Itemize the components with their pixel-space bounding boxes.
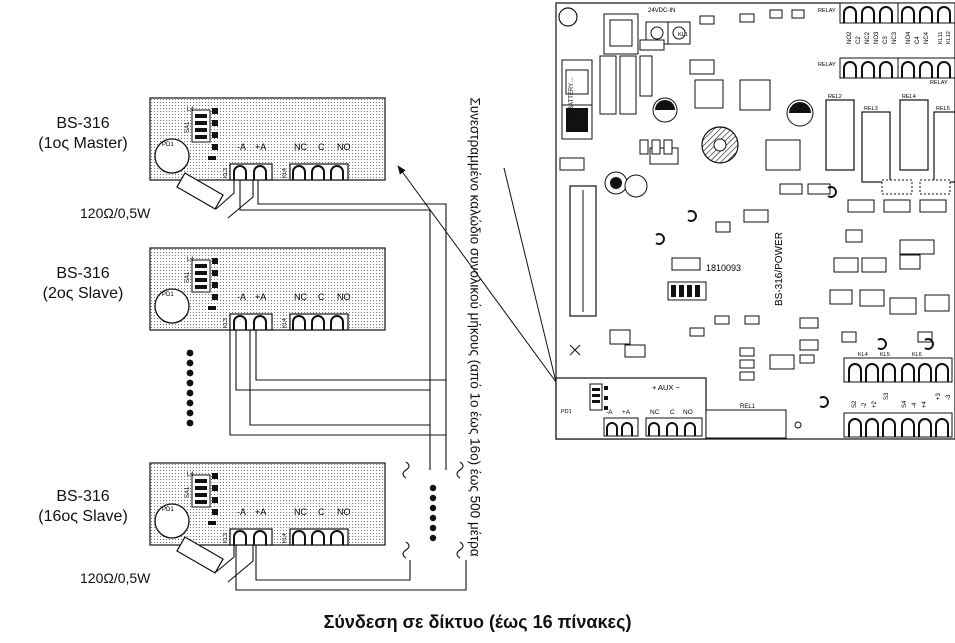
terminal-plus-a: +A (255, 142, 266, 152)
terminal-nc: NC (294, 507, 307, 517)
kl-label-1: KL1 (678, 32, 688, 38)
terminal-c: C (318, 142, 325, 152)
continuation-dots (186, 349, 194, 427)
bottom-terminal-6: S3 (884, 392, 890, 400)
board-1-label: BS-316 (1ος Master) (20, 114, 146, 154)
board-1-model: BS-316 (56, 115, 110, 132)
cable-note: Συνεστραμμένο καλώδιο συνολικού μήκους (… (465, 54, 485, 599)
top-terminal-6: NO4 (906, 31, 912, 44)
terminal-plus-a: +A (255, 507, 266, 517)
bottom-terminal-3: S4 (902, 400, 908, 408)
board-16-model: BS-316 (56, 488, 110, 505)
top-terminal-4: C3 (883, 36, 889, 44)
relay-name-2: REL2 (828, 94, 842, 100)
relay-header-1: RELAY (818, 8, 836, 14)
board-2-label: BS-316 (2ος Slave) (20, 264, 146, 304)
bottom-terminal-2: +2 (872, 400, 878, 408)
relay-name-5: REL5 (936, 106, 950, 112)
bottom-terminal-7: +3 (936, 392, 942, 400)
l4-label: L4 (187, 107, 194, 113)
top-terminal-5: NC3 (892, 31, 898, 44)
terminal-minus-a: -A (237, 142, 246, 152)
kl4-label: KL4 (282, 533, 288, 543)
pd1-label: PD1 (162, 142, 174, 148)
top-terminal-3: NO3 (874, 31, 880, 44)
pcb-battery-label: ←BATTERY→ (569, 77, 575, 116)
bottom-terminal-1: -2 (862, 402, 868, 408)
board-2-model: BS-316 (56, 265, 110, 282)
top-terminal-8: NC4 (924, 31, 930, 44)
termination-resistor-bottom (176, 536, 254, 583)
kl-label-5: KL5 (880, 352, 890, 358)
cable-note-text: Συνεστραμμένο καλώδιο συνολικού μήκους (… (467, 96, 483, 557)
kl-label-4: KL4 (858, 352, 868, 358)
top-terminal-1: C2 (856, 36, 862, 44)
relay-header-3: RELAY (930, 80, 948, 86)
board-2-role: (2ος Slave) (42, 285, 124, 302)
kl3-label: KL3 (223, 533, 229, 543)
terminal-minus-a: -A (237, 292, 246, 302)
relay-name-3: REL3 (864, 106, 878, 112)
pcb-serial: 1810093 (706, 263, 741, 273)
callout-arrows (397, 165, 557, 383)
pcb-board: 24VDC-IN ←BATTERY→ 1810093 BS-316/POWER (555, 2, 955, 440)
inset-terminal-minus-a: -A (606, 409, 613, 416)
resistor-label-bottom: 120Ω/0,5W (80, 570, 151, 586)
top-terminal-0: NO2 (847, 31, 853, 44)
bottom-terminal-4: -4 (912, 402, 918, 408)
terminal-no: NO (337, 292, 351, 302)
sa1-label: SA1 (185, 486, 191, 498)
l4-label: L4 (187, 257, 194, 263)
resistor-label-top: 120Ω/0,5W (80, 205, 151, 221)
terminal-nc: NC (294, 292, 307, 302)
relay-header-2: RELAY (818, 62, 836, 68)
kl3-label: KL3 (223, 168, 229, 178)
inset-pd1-label: PD1 (561, 409, 572, 415)
bottom-terminal-0: S2 (852, 400, 858, 408)
inset-terminal-plus-a: +A (622, 409, 631, 416)
l4-label: L4 (187, 472, 194, 478)
aux-label: + AUX − (652, 383, 681, 392)
terminal-plus-a: +A (255, 292, 266, 302)
kl-label-6: KL6 (912, 352, 922, 358)
board-16-role: (16ος Slave) (38, 508, 128, 525)
cable-dots (429, 484, 437, 542)
terminal-c: C (318, 292, 325, 302)
kl4-label: KL4 (282, 318, 288, 328)
pcb-title: BS-316/POWER (774, 232, 785, 306)
sa1-label: SA1 (185, 121, 191, 133)
bottom-terminal-5: +4 (922, 400, 928, 408)
inset-terminal-c: C (670, 409, 675, 416)
terminal-nc: NC (294, 142, 307, 152)
diagram-caption: Σύνδεση σε δίκτυο (έως 16 πίνακες) (323, 612, 632, 632)
sa1-label: SA1 (185, 271, 191, 283)
top-terminal-2: NC2 (865, 31, 871, 44)
board-master: L4 SA1 PD1 KL3 KL4 -A +A NC C NO (149, 97, 386, 181)
rel1-label: REL1 (740, 404, 756, 410)
terminal-c: C (318, 507, 325, 517)
termination-resistor-top (176, 172, 254, 219)
top-terminal-7: C4 (915, 36, 921, 44)
terminal-no: NO (337, 507, 351, 517)
pd1-label: PD1 (162, 292, 174, 298)
terminal-minus-a: -A (237, 507, 246, 517)
board-1-role: (1ος Master) (38, 135, 128, 152)
inset-terminal-nc: NC (650, 409, 660, 416)
kl-label-12: KL12 (946, 31, 952, 44)
board-slave-2: L4 SA1 PD1 KL3 KL4 -A +A NC C NO (149, 247, 386, 331)
kl3-label: KL3 (223, 318, 229, 328)
kl4-label: KL4 (282, 168, 288, 178)
relay-name-4: REL4 (902, 94, 916, 100)
pcb-input-label: 24VDC-IN (648, 8, 675, 14)
kl-label-11: KL11 (938, 32, 944, 44)
inset-terminal-no: NO (683, 409, 693, 416)
pd1-label: PD1 (162, 507, 174, 513)
board-16-label: BS-316 (16ος Slave) (20, 487, 146, 527)
bottom-terminal-8: -3 (946, 394, 952, 400)
bus-wiring (229, 180, 467, 591)
board-slave-16: L4 SA1 PD1 KL3 KL4 -A +A NC C NO (149, 462, 386, 546)
terminal-no: NO (337, 142, 351, 152)
